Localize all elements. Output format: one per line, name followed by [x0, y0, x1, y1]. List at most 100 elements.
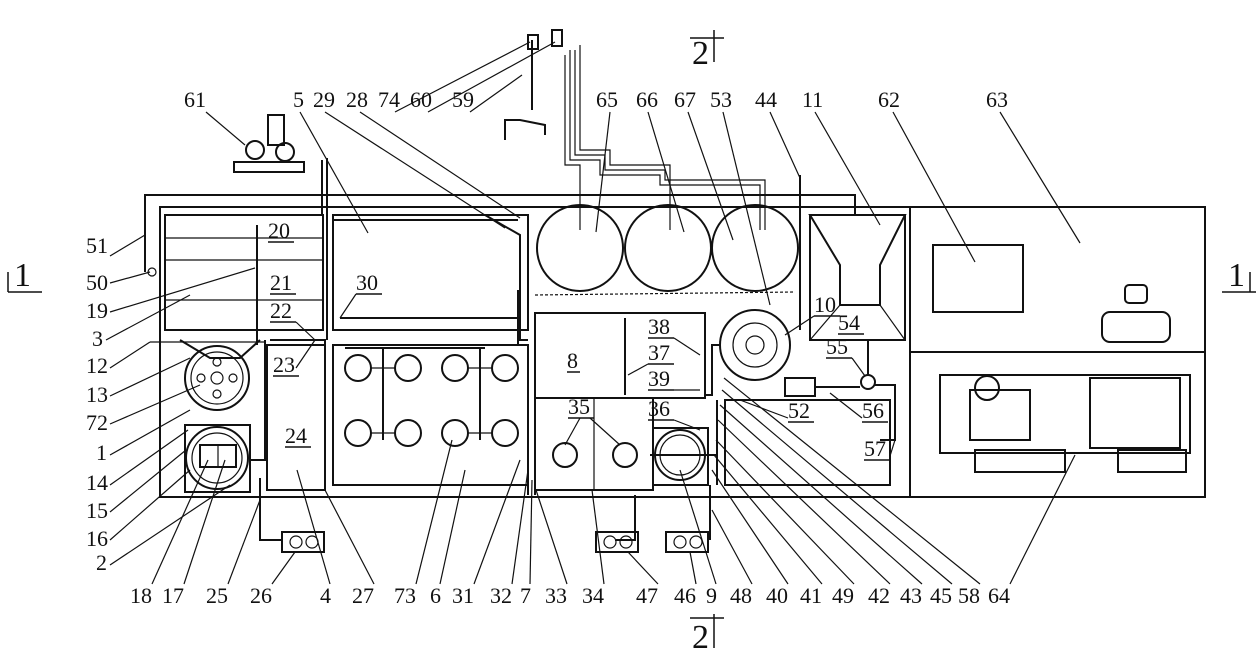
label-10: 10 — [814, 292, 836, 317]
label-73: 73 — [394, 583, 416, 608]
engine-64-tail — [1089, 377, 1181, 449]
label-40: 40 — [766, 583, 788, 608]
leader-12 — [109, 341, 151, 369]
leader-53 — [722, 111, 771, 306]
label-72: 72 — [86, 410, 108, 435]
label-1: 1 — [96, 440, 107, 465]
pump-26-a — [289, 535, 303, 549]
leader-14 — [109, 429, 189, 486]
leader-67 — [687, 111, 734, 241]
label-56: 56 — [862, 398, 884, 423]
leader-1 — [109, 409, 191, 456]
leader-22 — [295, 321, 316, 341]
pipe-25 — [259, 478, 282, 541]
leader-11 — [814, 111, 881, 226]
leader-5 — [299, 111, 369, 234]
leader-58 — [723, 377, 981, 585]
label-53: 53 — [710, 87, 732, 112]
label-36: 36 — [648, 396, 670, 421]
label-37: 37 — [648, 340, 670, 365]
impeller-35b — [612, 442, 638, 468]
label-63: 63 — [986, 87, 1008, 112]
leader-19 — [109, 267, 256, 313]
hopper-11-diag-a — [809, 304, 841, 341]
pump-47-a — [603, 535, 617, 549]
label-42: 42 — [868, 583, 890, 608]
tank-8 — [534, 312, 706, 399]
fan-10-mid — [732, 322, 778, 368]
label-25: 25 — [206, 583, 228, 608]
drum-13-hole-c — [196, 373, 206, 383]
machine-61-base — [233, 161, 305, 173]
leader-10 — [784, 315, 815, 336]
label-20: 20 — [268, 218, 290, 243]
leader-17 — [183, 459, 226, 585]
feed-line-c — [579, 45, 671, 230]
tank-5 — [332, 214, 529, 331]
leader-65 — [595, 111, 611, 233]
label-29: 29 — [313, 87, 335, 112]
motor-56 — [784, 377, 816, 397]
label-3: 3 — [92, 326, 103, 351]
drum-14 — [185, 426, 249, 490]
label-7: 7 — [520, 583, 531, 608]
leader-40 — [711, 469, 789, 585]
pump-46-b — [689, 535, 703, 549]
fan-10 — [719, 309, 791, 381]
engine-64-base-a — [974, 449, 1066, 473]
pipe-53 — [534, 291, 796, 296]
tank-52 — [724, 399, 891, 486]
leader-41 — [713, 454, 823, 585]
leader-50 — [109, 271, 151, 284]
box-63-cap — [1124, 284, 1148, 304]
leader-33 — [535, 489, 568, 585]
label-22: 22 — [270, 298, 292, 323]
label-4: 4 — [320, 583, 331, 608]
label-24: 24 — [285, 423, 307, 448]
label-49: 49 — [832, 583, 854, 608]
label-39: 39 — [648, 366, 670, 391]
box-24 — [266, 344, 326, 491]
leader-48 — [711, 509, 753, 585]
stand-59 — [504, 119, 546, 140]
label-6: 6 — [430, 583, 441, 608]
leader-28 — [359, 111, 521, 219]
leader-74 — [394, 41, 531, 113]
disc-73f — [394, 419, 422, 447]
label-11: 11 — [802, 87, 823, 112]
impeller-35a — [552, 442, 578, 468]
leader-9 — [679, 469, 717, 585]
section-mark-left: 1 — [7, 257, 42, 294]
label-13: 13 — [86, 382, 108, 407]
label-35: 35 — [568, 394, 590, 419]
label-28: 28 — [346, 87, 368, 112]
leader-66 — [647, 111, 685, 233]
leader-4 — [296, 469, 331, 585]
label-18: 18 — [130, 583, 152, 608]
leader-2 — [109, 484, 231, 566]
label-8: 8 — [567, 348, 578, 373]
leader-47 — [627, 551, 659, 585]
label-23: 23 — [273, 352, 295, 377]
label-58: 58 — [958, 583, 980, 608]
label-31: 31 — [452, 583, 474, 608]
label-33: 33 — [545, 583, 567, 608]
pipe-38 — [705, 344, 720, 396]
label-46: 46 — [674, 583, 696, 608]
label-14: 14 — [86, 470, 108, 495]
label-17: 17 — [162, 583, 184, 608]
label-51: 51 — [86, 233, 108, 258]
label-21: 21 — [270, 270, 292, 295]
tank-3 — [164, 214, 324, 331]
feed-line-b — [574, 50, 766, 230]
leader-30 — [339, 293, 357, 319]
leader-3 — [105, 294, 191, 341]
label-55: 55 — [826, 334, 848, 359]
label-32: 32 — [490, 583, 512, 608]
leader-60 — [427, 41, 556, 113]
leader-55 — [851, 357, 866, 377]
drum-13-hole-d — [228, 373, 238, 383]
label-65: 65 — [596, 87, 618, 112]
pump-26 — [281, 531, 325, 553]
